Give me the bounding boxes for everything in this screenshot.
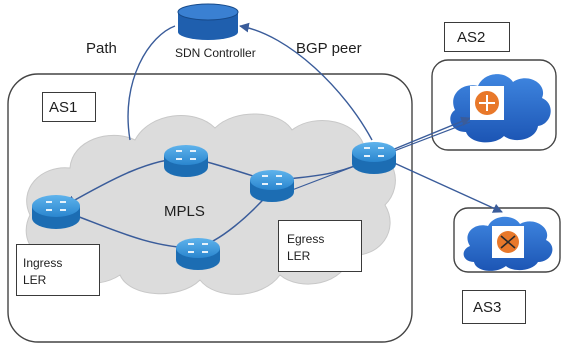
ingress-label: Ingress: [23, 256, 63, 270]
as3-label-box: AS3: [462, 290, 526, 324]
controller-link-bgp: [239, 22, 373, 141]
router-icon: [32, 195, 80, 229]
egress-ler-box: Egress LER: [278, 220, 362, 272]
as2-router-icon: [470, 86, 504, 120]
mpls-label-box: MPLS: [150, 198, 220, 226]
ingress-ler-label: LER: [23, 273, 47, 287]
router-icon: [176, 238, 220, 270]
as2-label: AS2: [457, 29, 486, 46]
sdn-controller-label: SDN Controller: [175, 46, 256, 60]
bgp-peer-label: BGP peer: [296, 40, 362, 57]
egress-ler-label: LER: [287, 249, 311, 263]
lsp-upper: [65, 157, 373, 206]
as1-label-box: AS1: [42, 92, 96, 122]
ingress-ler-box: Ingress LER: [16, 244, 100, 296]
database-icon: [177, 3, 239, 40]
mpls-label: MPLS: [164, 203, 205, 220]
as3-router-icon: [492, 226, 524, 258]
router-icon: [250, 170, 294, 202]
egress-label: Egress: [287, 232, 325, 246]
path-label: Path: [86, 40, 117, 57]
router-icon: [164, 145, 208, 177]
controller-link-path: [127, 25, 176, 141]
as2-label-box: AS2: [444, 22, 510, 52]
router-icon: [352, 142, 396, 174]
link-to-as3: [391, 161, 503, 213]
as3-label: AS3: [473, 299, 502, 316]
link-to-as2-a: [391, 116, 471, 151]
as1-label: AS1: [49, 99, 78, 116]
